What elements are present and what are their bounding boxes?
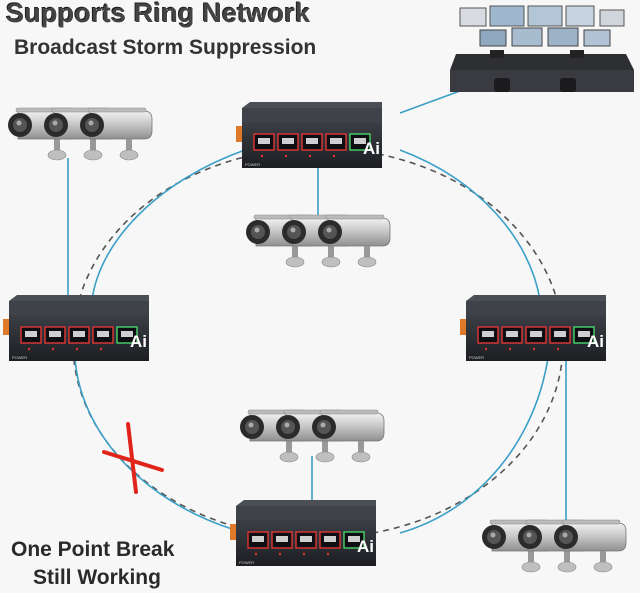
switch-bottom: Ai POWER: [229, 499, 377, 567]
camera-cluster-bottom-right: [481, 519, 627, 573]
switch-power-label: POWER: [245, 162, 260, 167]
diagram-subtitle: Broadcast Storm Suppression: [14, 36, 317, 59]
switch-left: Ai POWER: [2, 294, 150, 362]
link-top-right: [399, 149, 541, 301]
switch-brand-label: Ai: [357, 537, 374, 556]
switch-brand-label: Ai: [587, 332, 604, 351]
break-note-line2: Still Working: [33, 566, 161, 589]
control-room-icon: [450, 5, 634, 92]
ring-links: [67, 87, 567, 534]
break-icon: [102, 422, 164, 494]
diagram-title: Supports Ring Network: [6, 0, 311, 28]
switch-top: Ai POWER: [235, 101, 383, 169]
link-to-control-room: [399, 87, 469, 114]
switch-power-label: POWER: [239, 560, 254, 565]
switch-brand-label: Ai: [363, 139, 380, 158]
camera-cluster-center-bottom: [239, 409, 385, 463]
switch-brand-label: Ai: [130, 332, 147, 351]
break-note-line1: One Point Break: [11, 538, 175, 561]
switch-power-label: POWER: [12, 355, 27, 360]
switch-power-label: POWER: [469, 355, 484, 360]
camera-cluster-center-top: [245, 214, 391, 268]
link-right-bottom: [399, 357, 549, 534]
link-left-bottom: [74, 357, 236, 531]
switch-right: Ai POWER: [459, 294, 607, 362]
camera-cluster-top-left: [7, 107, 153, 161]
link-top-left: [91, 149, 246, 301]
